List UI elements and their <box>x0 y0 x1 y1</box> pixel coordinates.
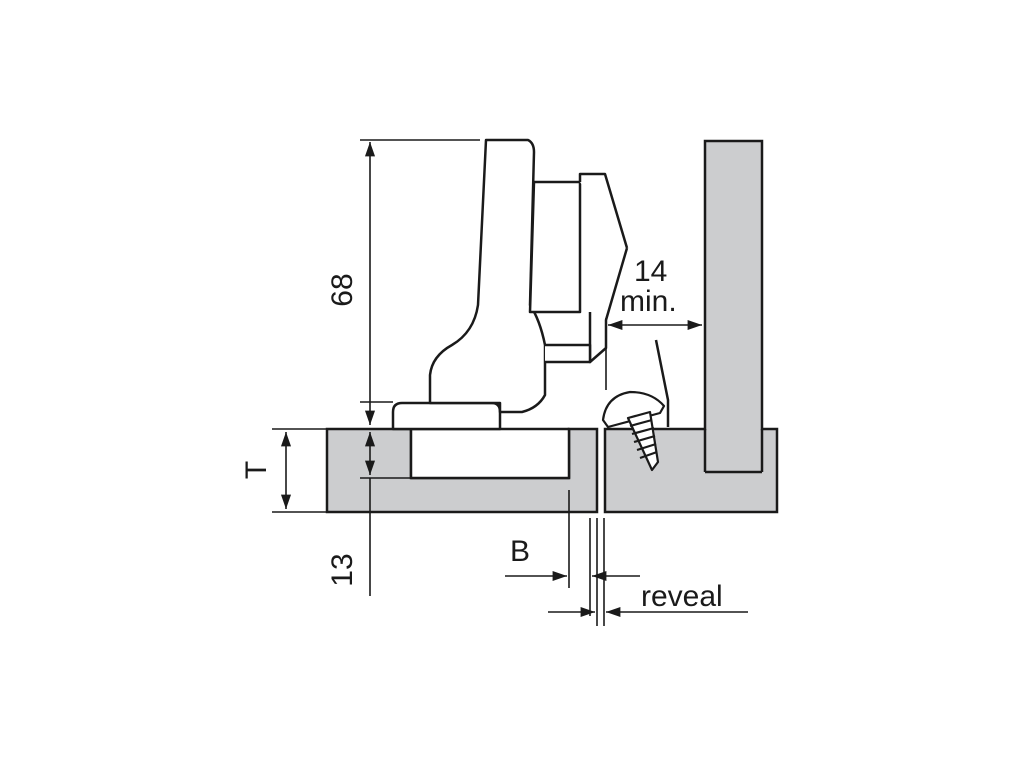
dimension-reveal <box>548 518 748 626</box>
height-label: 68 <box>326 273 359 306</box>
mounting-plate-foot <box>654 339 670 427</box>
dimension-gap <box>605 318 702 390</box>
mounting-plate <box>578 172 629 364</box>
mounting-plate-lower <box>545 343 592 364</box>
dimension-thickness <box>272 428 327 513</box>
dimension-boring <box>505 490 640 616</box>
screw-shank <box>626 410 660 472</box>
hinge-cup <box>409 427 571 480</box>
boring-distance-label: B <box>510 535 530 568</box>
thickness-label: T <box>240 461 273 479</box>
hinge <box>391 138 670 480</box>
reveal-label: reveal <box>641 580 723 613</box>
gap-qualifier-label: min. <box>620 285 677 318</box>
dimension-height <box>360 139 480 425</box>
hinge-arm <box>428 138 547 414</box>
screw-thread <box>629 418 658 460</box>
screw-head <box>601 390 666 429</box>
screw <box>601 390 666 472</box>
depth-label: 13 <box>326 553 359 586</box>
hinge-flange <box>391 401 502 431</box>
dimension-depth <box>360 432 411 596</box>
hinge-link <box>528 180 582 314</box>
cabinet-side-panel <box>603 139 779 514</box>
gap-value-label: 14 <box>634 255 667 288</box>
